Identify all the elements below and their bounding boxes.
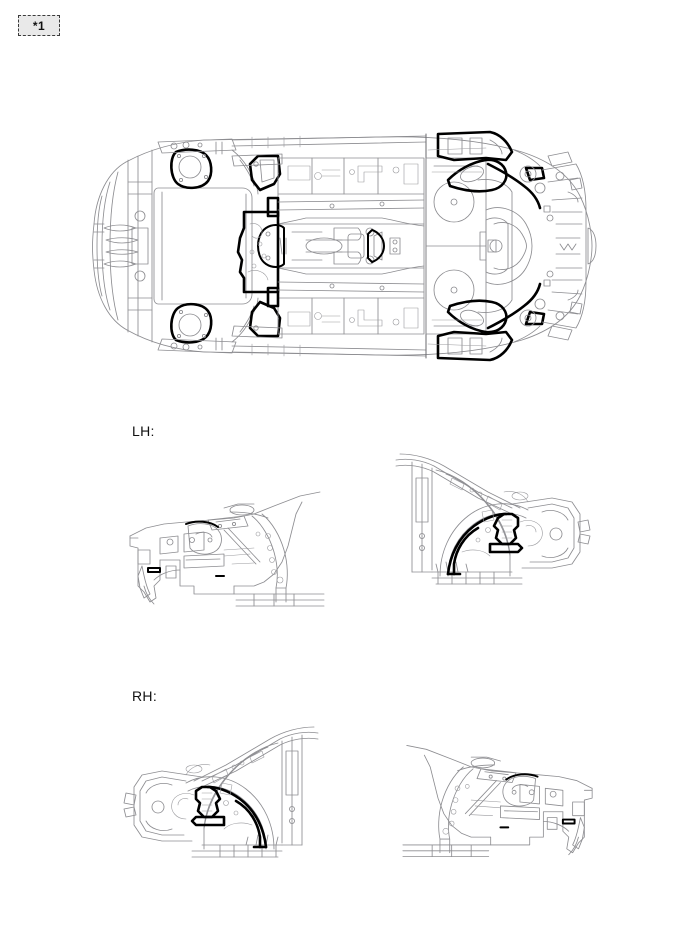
rh-rear-quarter-figure — [122, 725, 322, 865]
lh-front-structure-figure — [124, 490, 329, 610]
lh-rear-quarter-figure — [392, 452, 592, 592]
footnote-marker-badge: *1 — [18, 15, 60, 36]
rh-section-label: RH: — [132, 688, 158, 704]
lh-section-label: LH: — [132, 423, 155, 439]
rh-front-structure-figure — [398, 742, 598, 862]
underbody-figure — [82, 120, 602, 370]
